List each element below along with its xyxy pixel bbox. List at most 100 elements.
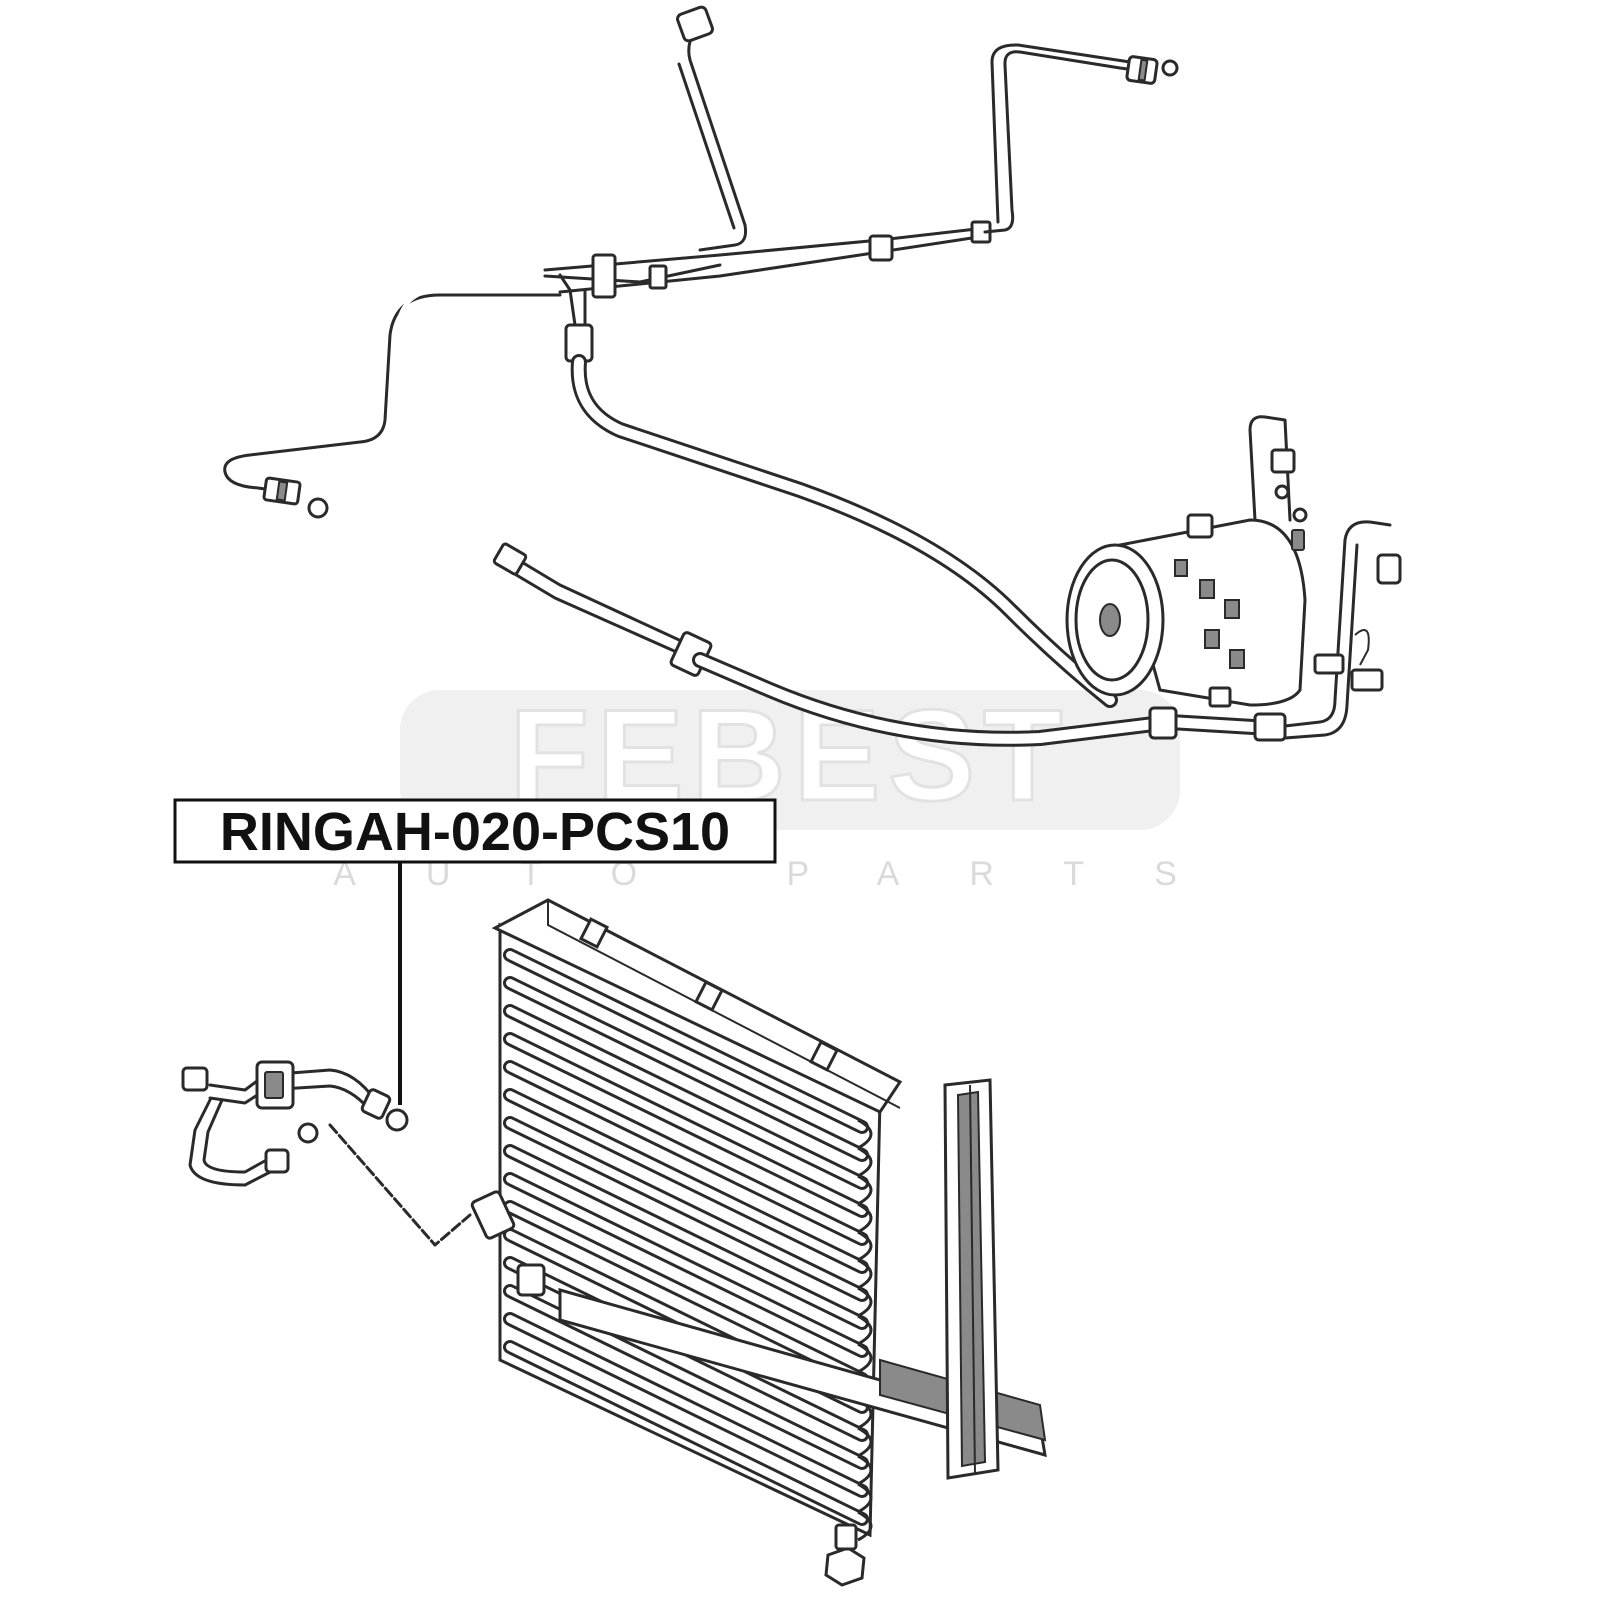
discharge-bracket	[1313, 653, 1345, 675]
condenser-return-bend	[857, 1426, 873, 1458]
discharge-bracket-2	[1350, 668, 1384, 692]
liquid-line-end-fitting	[492, 542, 528, 576]
condenser-return-bend	[857, 1230, 873, 1262]
condenser-tube-inner	[506, 1315, 866, 1495]
compressor-valve	[1291, 529, 1305, 551]
condenser-tube-inner	[506, 1147, 866, 1327]
pipe-assembly-block-face	[264, 1071, 284, 1099]
pipe-assembly-lower-fitting	[264, 1148, 290, 1174]
condenser-bracket-1	[578, 917, 610, 949]
ac-compressor	[1065, 415, 1308, 708]
discharge-bracket-hook	[1354, 629, 1370, 666]
fitting-left-end-band	[275, 480, 289, 502]
condenser-bracket-2	[693, 980, 725, 1012]
compressor-body	[1118, 518, 1307, 707]
connection-guide-line	[328, 1123, 472, 1247]
pipe-clamp-mid	[648, 264, 668, 290]
condenser-return-bend	[857, 1286, 873, 1318]
condenser-return-bend	[857, 1258, 873, 1290]
pipe-drop-stub	[558, 273, 577, 327]
side-seal-strip-edge	[969, 1084, 976, 1476]
condenser-tube-inner	[506, 979, 866, 1159]
condenser-drain-stub	[834, 1523, 858, 1551]
o-ring-compressor-2	[1292, 507, 1308, 523]
liquid-line-pipe-2	[506, 568, 692, 660]
condenser-tube-inner	[506, 1091, 866, 1271]
condenser-bracket-3	[808, 1040, 840, 1072]
o-ring-compressor-1	[1274, 484, 1290, 500]
pipe-main-lower-2	[543, 263, 722, 284]
pipe-assembly-lower	[188, 1098, 280, 1187]
compressor-fin-1	[1199, 579, 1215, 599]
condenser-inlet-fitting	[470, 1190, 516, 1240]
compressor-fin-4	[1229, 649, 1245, 669]
liquid-hose-inner	[695, 655, 1275, 744]
condenser-return-bend	[857, 1342, 873, 1374]
compressor-fin-2	[1224, 599, 1240, 619]
liquid-hose-fitting-right	[1253, 712, 1287, 742]
condenser-return-bend	[857, 1454, 873, 1486]
liquid-hose-fitting	[1148, 706, 1178, 740]
condenser-side-seal	[943, 1078, 1000, 1480]
condenser-pipe-assembly	[181, 1060, 472, 1247]
pipe-clamp-right	[868, 234, 894, 262]
condenser-tube-inner	[506, 1063, 866, 1243]
liquid-line	[492, 520, 1402, 747]
discharge-end-fitting	[1376, 553, 1402, 585]
fitting-right-top-band	[1137, 58, 1149, 82]
condenser-return-bend	[857, 1118, 873, 1150]
condenser-drain-bolt	[824, 1546, 866, 1587]
condenser-return-bend	[857, 1314, 873, 1346]
compressor-outlet-fitting	[1270, 448, 1296, 474]
liquid-line-pipe	[508, 553, 692, 647]
discharge-pipe-2	[1283, 543, 1359, 740]
watermark-plate	[400, 690, 1180, 830]
condenser-return-bend	[857, 1146, 873, 1178]
ac-condenser	[470, 898, 1047, 1587]
pipe-assembly-right-fitting	[360, 1088, 392, 1120]
condenser-tube-inner	[506, 1203, 866, 1383]
compressor-clutch-hub	[1099, 603, 1121, 637]
suction-hose	[570, 354, 1118, 708]
o-ring-target	[385, 1108, 409, 1132]
pipe-main-lower	[558, 234, 987, 294]
condenser-top-rail-lip	[547, 900, 901, 1109]
condenser-return-bend	[857, 1510, 873, 1542]
pipe-right-branch	[983, 50, 1137, 234]
pipe-left-branch-inner	[389, 288, 560, 422]
o-ring-lower	[297, 1122, 319, 1144]
fitting-top	[676, 5, 714, 43]
compressor-mount-bottom	[1208, 686, 1232, 708]
pipe-assembly-lower-2	[202, 1098, 272, 1174]
discharge-pipe	[1283, 520, 1392, 728]
condenser-tube-inner	[506, 1343, 866, 1523]
compressor-mount-top	[1186, 513, 1214, 539]
o-ring-left-end	[307, 497, 329, 519]
condenser-top-rail	[491, 898, 903, 1114]
suction-hose-outer	[570, 354, 1118, 708]
pipe-top-branch-outer	[677, 62, 736, 230]
condenser-tube-inner	[506, 1175, 866, 1355]
pipe-main-upper	[543, 226, 987, 272]
callout-part-number: RINGAH-020-PCS10	[220, 802, 730, 862]
callout-box	[173, 798, 777, 864]
o-ring-right-top	[1161, 59, 1179, 77]
suction-hose-inner	[573, 357, 1115, 705]
compressor-fin-5	[1174, 559, 1188, 577]
ac-pipe-harness	[223, 5, 1179, 519]
condenser-tube-inner	[506, 1007, 866, 1187]
pipe-top-branch-inner	[682, 60, 741, 228]
part-callout: RINGAH-020-PCS10	[173, 798, 777, 1105]
condenser-lower-fitting	[516, 1263, 546, 1297]
condenser-return-bend	[857, 1174, 873, 1206]
condenser-tube-inner	[506, 1035, 866, 1215]
pipe-assembly-end-fitting	[181, 1066, 209, 1092]
compressor-fin-3	[1204, 629, 1220, 649]
condenser-tube-inner	[506, 1119, 866, 1299]
junction-clamp	[591, 253, 617, 299]
pipe-right-branch-inner	[990, 43, 1132, 224]
condenser-return-bend	[857, 1482, 873, 1514]
pipe-left-branch	[223, 293, 562, 492]
condenser-return-bend	[857, 1202, 873, 1234]
